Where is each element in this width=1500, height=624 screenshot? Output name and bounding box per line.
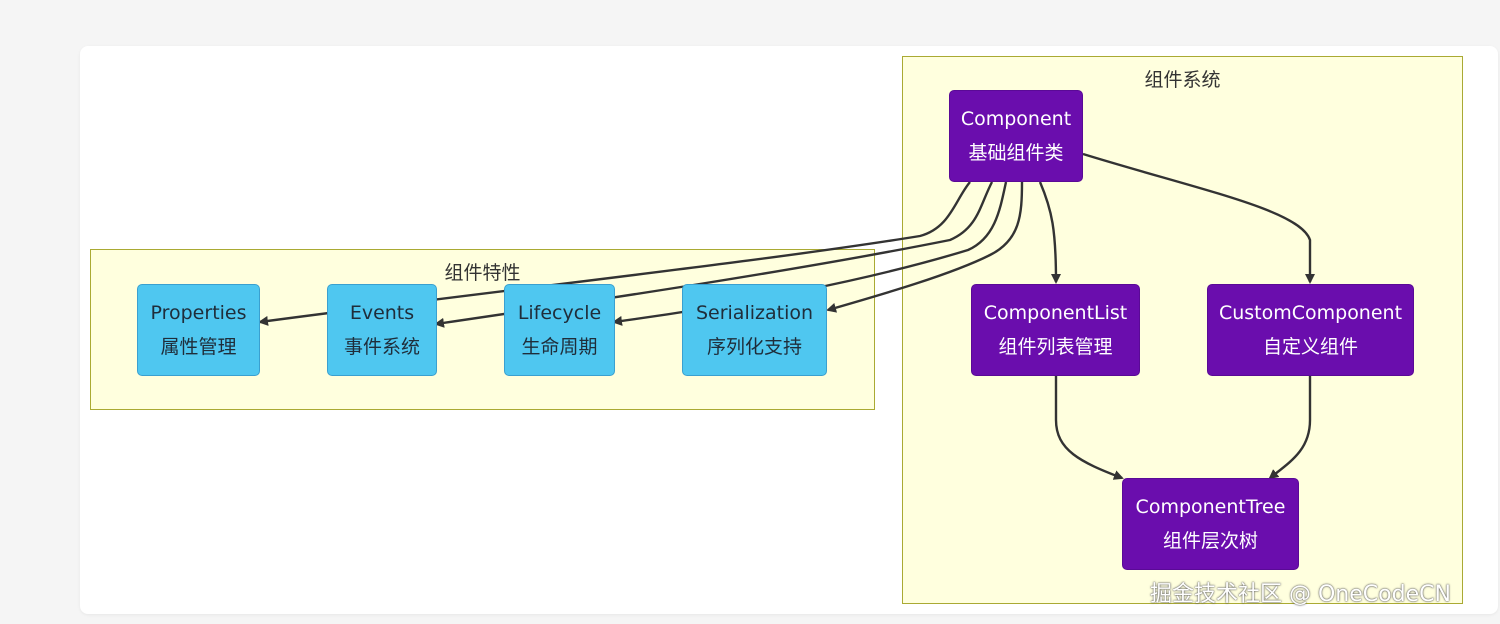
node-component-name: Component <box>960 108 1072 130</box>
node-component-list-name: ComponentList <box>983 302 1128 324</box>
node-lifecycle[interactable]: Lifecycle 生命周期 <box>504 284 615 376</box>
node-component-list-desc: 组件列表管理 <box>998 336 1113 358</box>
node-custom-component-desc: 自定义组件 <box>1262 336 1358 358</box>
node-custom-component-name: CustomComponent <box>1218 302 1403 324</box>
node-component[interactable]: Component 基础组件类 <box>949 90 1083 182</box>
cluster-title-component-features: 组件特性 <box>444 262 521 284</box>
node-events-name: Events <box>349 302 415 324</box>
node-lifecycle-name: Lifecycle <box>517 302 602 324</box>
node-serialization[interactable]: Serialization 序列化支持 <box>682 284 827 376</box>
node-component-tree[interactable]: ComponentTree 组件层次树 <box>1122 478 1299 570</box>
node-properties[interactable]: Properties 属性管理 <box>137 284 260 376</box>
node-events[interactable]: Events 事件系统 <box>327 284 437 376</box>
node-serialization-name: Serialization <box>695 302 814 324</box>
watermark: 掘金技术社区 @ OneCodeCN <box>1150 582 1451 607</box>
node-properties-name: Properties <box>150 302 247 324</box>
node-component-tree-name: ComponentTree <box>1135 496 1286 518</box>
node-custom-component[interactable]: CustomComponent 自定义组件 <box>1207 284 1414 376</box>
node-events-desc: 事件系统 <box>343 336 420 358</box>
node-properties-desc: 属性管理 <box>160 336 237 358</box>
node-component-list[interactable]: ComponentList 组件列表管理 <box>971 284 1140 376</box>
node-lifecycle-desc: 生命周期 <box>521 336 598 358</box>
node-component-desc: 基础组件类 <box>968 142 1064 164</box>
node-serialization-desc: 序列化支持 <box>706 336 802 358</box>
node-component-tree-desc: 组件层次树 <box>1162 530 1258 552</box>
cluster-title-component-system: 组件系统 <box>1144 69 1221 91</box>
